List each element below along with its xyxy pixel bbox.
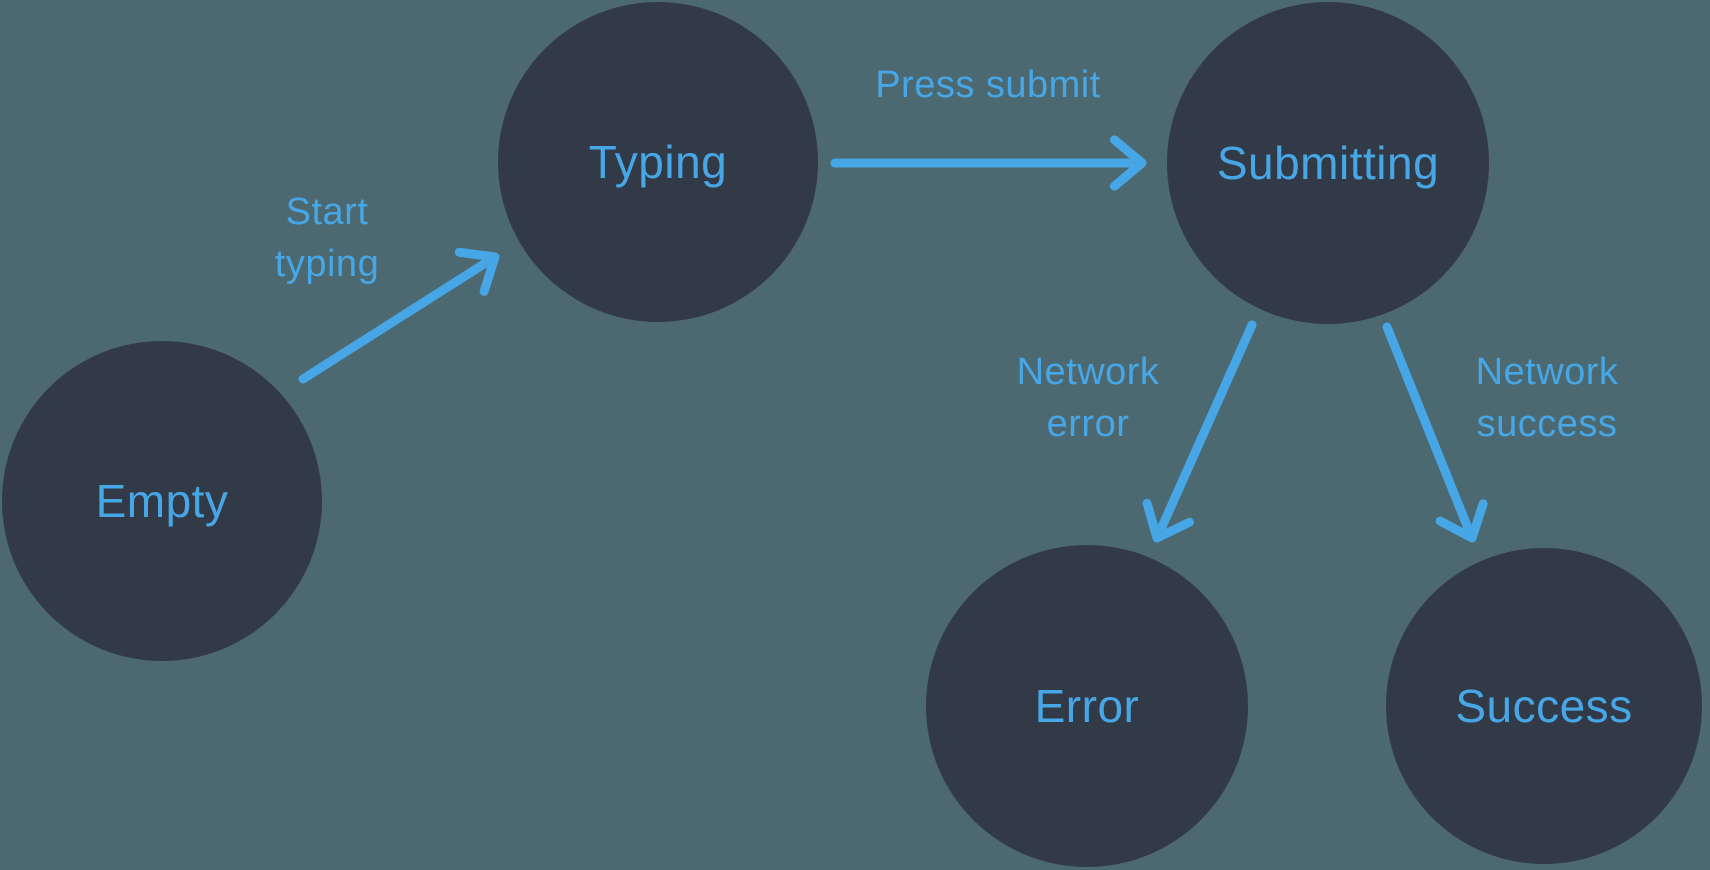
state-circle-submitting (1167, 2, 1489, 324)
state-circle-empty (2, 341, 322, 661)
state-node-empty: Empty (2, 341, 322, 661)
transition-label-start-typing: Start typing (275, 191, 379, 285)
state-label-typing: Typing (589, 136, 728, 188)
state-node-error: Error (926, 545, 1248, 867)
transition-label-network-success: Network success (1476, 351, 1619, 445)
transition-label-line: Start (286, 191, 369, 233)
transition-label-line: success (1477, 403, 1618, 445)
arrowhead-icon (1435, 499, 1488, 543)
arrowhead-icon (1142, 498, 1194, 543)
transition-label-press-submit: Press submit (875, 64, 1101, 106)
state-label-success: Success (1455, 680, 1632, 732)
arrowhead-icon (454, 247, 500, 296)
state-label-submitting: Submitting (1217, 137, 1439, 189)
transition-label-line: typing (275, 243, 379, 285)
state-node-typing: Typing (498, 2, 818, 322)
state-node-success: Success (1386, 548, 1702, 864)
arrow-shaft-network-success (1382, 322, 1473, 532)
transition-label-network-error: Network error (1017, 351, 1160, 445)
transition-label-line: error (1047, 403, 1130, 445)
transition-network-success: Network success (1382, 322, 1619, 543)
state-label-error: Error (1035, 680, 1140, 732)
state-node-submitting: Submitting (1167, 2, 1489, 324)
transition-network-error: Network error (1017, 320, 1257, 543)
transition-label-line: Network (1476, 351, 1619, 393)
state-circle-error (926, 545, 1248, 867)
transition-label-line: Network (1017, 351, 1160, 393)
arrowhead-icon (1109, 135, 1147, 191)
arrow-shaft-start-typing (298, 258, 490, 384)
arrow-shaft-network-error (1157, 320, 1257, 532)
state-label-empty: Empty (96, 475, 229, 527)
transition-press-submit: Press submit (830, 64, 1147, 191)
state-circle-success (1386, 548, 1702, 864)
state-circle-typing (498, 2, 818, 322)
transition-label-line: Press submit (875, 64, 1101, 106)
transition-start-typing: Start typing (275, 191, 500, 384)
